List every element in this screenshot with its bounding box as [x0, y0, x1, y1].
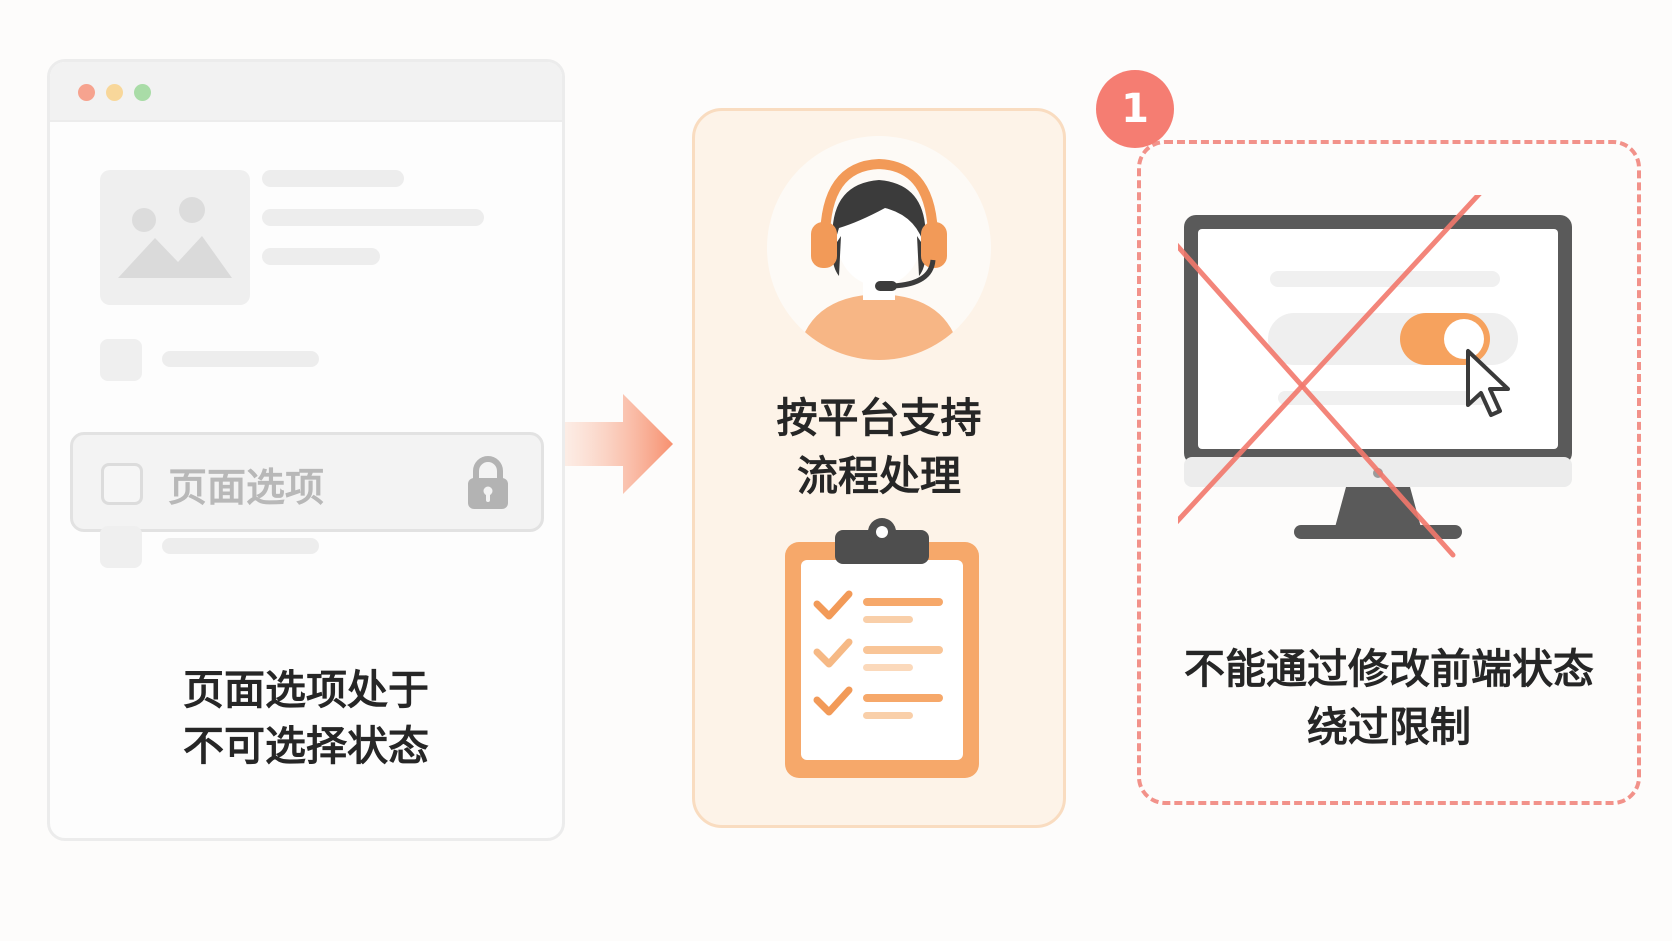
window-maximize-dot: [134, 84, 151, 101]
browser-title-bar: [50, 62, 562, 122]
skeleton-text-line: [162, 351, 319, 367]
locked-option-label: 页面选项: [168, 466, 325, 511]
skeleton-text-line: [162, 538, 319, 554]
clipboard-checklist-icon: [777, 516, 987, 790]
step-number-badge: 1: [1096, 70, 1174, 148]
arrow-right-icon: [565, 392, 675, 500]
support-panel-caption: 按平台支持 流程处理: [695, 389, 1063, 505]
disabled-checkbox: [101, 463, 143, 505]
image-placeholder-icon: [100, 170, 250, 305]
caption-line: 不能通过修改前端状态: [1184, 645, 1594, 693]
caption-line: 页面选项处于: [183, 666, 429, 714]
browser-panel-caption: 页面选项处于 不可选择状态: [50, 662, 562, 774]
browser-window-panel: 页面选项 页面选项处于 不可选择状态: [47, 59, 565, 841]
headset-agent-icon: [767, 136, 991, 360]
skeleton-text-line: [262, 209, 484, 226]
caption-line: 绕过限制: [1307, 703, 1471, 751]
option-checkbox-placeholder: [100, 526, 142, 568]
skeleton-text-line: [262, 248, 380, 265]
cross-out-icon: [1120, 182, 1485, 558]
skeleton-text-line: [262, 170, 404, 187]
restricted-panel-caption: 不能通过修改前端状态 绕过限制: [1137, 640, 1641, 756]
restricted-panel: [1137, 140, 1641, 805]
locked-page-option: 页面选项: [70, 432, 544, 532]
caption-line: 按平台支持: [776, 394, 982, 442]
cursor-icon: [1466, 349, 1510, 417]
window-close-dot: [78, 84, 95, 101]
option-checkbox-placeholder: [100, 339, 142, 381]
lock-icon: [466, 455, 510, 515]
platform-support-panel: 按平台支持 流程处理: [692, 108, 1066, 828]
monitor-icon: [1120, 182, 1598, 599]
window-minimize-dot: [106, 84, 123, 101]
caption-line: 流程处理: [797, 452, 961, 500]
caption-line: 不可选择状态: [183, 722, 429, 770]
